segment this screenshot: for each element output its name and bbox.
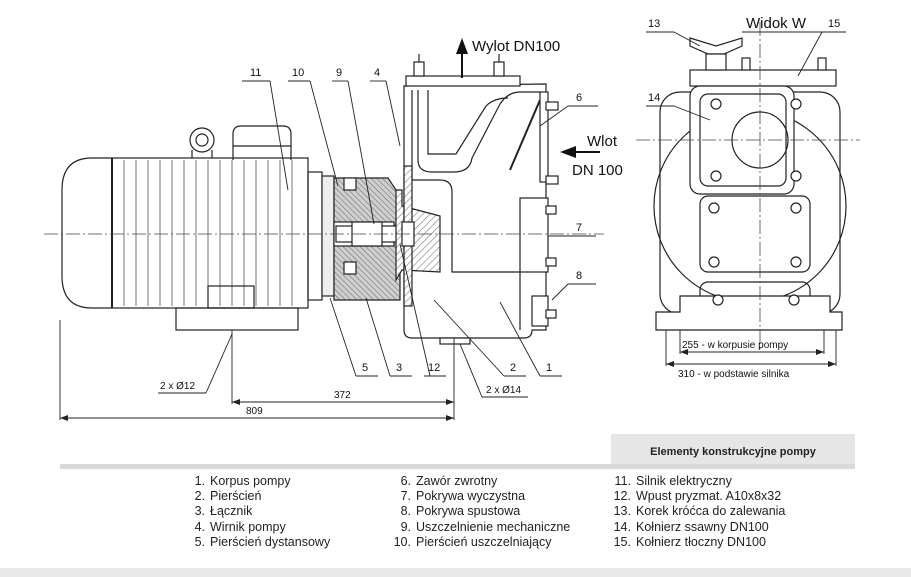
inlet-bolts <box>545 101 559 185</box>
inlet-flange <box>539 91 549 183</box>
legend-item-text: Silnik elektryczny <box>636 474 732 488</box>
callout-8: 8 <box>576 270 582 282</box>
outlet-bolts <box>413 54 505 77</box>
legend-item: 1. Korpus pompy <box>186 474 330 489</box>
legend-item-number: 8. <box>400 504 411 519</box>
legend-item-text: Łącznik <box>210 504 253 519</box>
top-flange <box>689 69 837 87</box>
pump-casing <box>403 83 547 339</box>
callout-13: 13 <box>648 18 660 30</box>
dim-310: 310 - w podstawie silnika <box>678 369 790 380</box>
callout-1: 1 <box>546 362 552 374</box>
callout-15: 15 <box>828 18 840 30</box>
legend-item-text: Pierścień <box>210 489 262 504</box>
dim-809: 809 <box>246 406 263 417</box>
legend-item: 2. Pierścień <box>186 489 330 504</box>
priming-plug <box>689 37 743 55</box>
legend-item: 15. Kołnierz tłoczny DN100 <box>612 535 785 550</box>
legend-column-2: 6. Zawór zwrotny 7. Pokrywa wyczystna 8. Pokr… <box>392 474 571 550</box>
dim-holes-pump: 2 x Ø14 <box>486 385 521 396</box>
dim-holes-motor: 2 x Ø12 <box>160 381 195 392</box>
front-view <box>653 37 847 331</box>
check-valve <box>509 99 541 171</box>
legend-item: 12. Wpust pryzmat. A10x8x32 <box>612 489 785 504</box>
callout-12: 12 <box>428 362 440 374</box>
legend-item-number: 13. <box>613 504 631 519</box>
legend-item-number: 5. <box>194 534 205 549</box>
lifting-eye <box>189 127 215 153</box>
pump-section <box>333 54 559 345</box>
fan-cover <box>61 157 113 309</box>
legend-item-text: Zawór zwrotny <box>416 474 498 488</box>
callout-2: 2 <box>510 362 516 374</box>
legend-title: Elementy konstrukcyjne pompy <box>611 434 855 469</box>
legend-item: 9. Uszczelnienie mechaniczne <box>392 519 571 535</box>
dim-255: 255 - w korpusie pompy <box>682 340 788 351</box>
legend-item-text: Wirnik pompy <box>210 519 286 534</box>
legend-item: 7. Pokrywa wyczystna <box>392 489 570 504</box>
inlet-arrow <box>560 146 600 158</box>
legend-item-text: Pierścień uszczelniający <box>416 534 552 549</box>
side-view-label: Widok W <box>746 15 807 32</box>
legend-item-number: 6. <box>400 474 411 488</box>
footer-band <box>0 568 911 577</box>
legend-column-1: 1. Korpus pompy 2. Pierścień 3. Łącznik 4. Wirn… <box>186 474 331 550</box>
legend-item: 11. Silnik elektryczny <box>612 474 785 489</box>
cleaning-cover <box>519 197 549 273</box>
motor-foot <box>175 307 299 331</box>
callout-6: 6 <box>576 92 582 104</box>
legend-item-number: 12. <box>613 489 631 504</box>
legend-column-3: 11. Silnik elektryczny 12. Wpust pryzmat. A… <box>612 474 786 550</box>
motor-flange <box>307 171 323 301</box>
legend-item-number: 15. <box>613 534 631 549</box>
inlet-label-2: DN 100 <box>572 162 623 179</box>
callout-10: 10 <box>292 67 304 79</box>
callout-5: 5 <box>362 362 368 374</box>
legend-item: 4. Wirnik pompy <box>186 520 330 535</box>
legend-item-number: 14. <box>613 519 631 534</box>
legend-item-number: 2. <box>194 489 205 504</box>
legend-item: 14. Kołnierz ssawny DN100 <box>612 520 785 535</box>
legend-item-text: Kołnierz ssawny DN100 <box>636 519 769 534</box>
legend-item-number: 11. <box>614 474 631 488</box>
inlet-label-1: Wlot <box>587 133 618 150</box>
legend-item-text: Wpust pryzmat. A10x8x32 <box>636 489 782 504</box>
cover-plate <box>699 195 811 273</box>
legend-item: 8. Pokrywa spustowa <box>392 504 570 519</box>
callout-7: 7 <box>576 222 582 234</box>
callout-14: 14 <box>648 92 660 104</box>
legend-item: 13. Korek króćca do zalewania <box>612 504 786 519</box>
outlet-label: Wylot DN100 <box>472 38 560 55</box>
callout-9: 9 <box>336 67 342 79</box>
pump-technical-drawing: Wylot DN100 Wlot DN 100 11 10 9 4 6 7 <box>44 15 860 421</box>
dim-372: 372 <box>334 390 351 401</box>
legend-divider <box>60 464 855 469</box>
legend-item: 5. Pierścień dystansowy <box>186 534 331 550</box>
legend-item-text: Pierścień dystansowy <box>210 534 331 549</box>
legend-item-text: Pokrywa spustowa <box>416 504 521 519</box>
legend-item: 3. Łącznik <box>186 504 330 519</box>
terminal-box <box>232 125 292 160</box>
legend-item-text: Kołnierz tłoczny DN100 <box>636 534 766 549</box>
motor <box>61 125 335 331</box>
legend-item-text: Uszczelnienie mechaniczne <box>416 519 571 534</box>
callout-3: 3 <box>396 362 402 374</box>
legend-item-number: 10. <box>393 534 411 549</box>
outlet-arrow <box>456 38 468 78</box>
legend-item-text: Korpus pompy <box>210 474 291 488</box>
legend-item-text: Pokrywa wyczystna <box>416 489 526 504</box>
legend-item-number: 4. <box>194 519 205 534</box>
base <box>655 295 843 331</box>
legend-item-number: 9. <box>400 519 411 534</box>
callout-11: 11 <box>250 67 261 79</box>
legend-item-number: 3. <box>194 504 205 519</box>
legend-item-number: 7. <box>400 489 411 504</box>
callout-4: 4 <box>374 67 380 79</box>
legend-item-text: Korek króćca do zalewania <box>636 504 786 519</box>
legend-item-number: 1. <box>194 474 205 488</box>
legend-item: 10. Pierścień uszczelniający <box>392 535 570 550</box>
legend-item: 6. Zawór zwrotny <box>392 474 570 489</box>
